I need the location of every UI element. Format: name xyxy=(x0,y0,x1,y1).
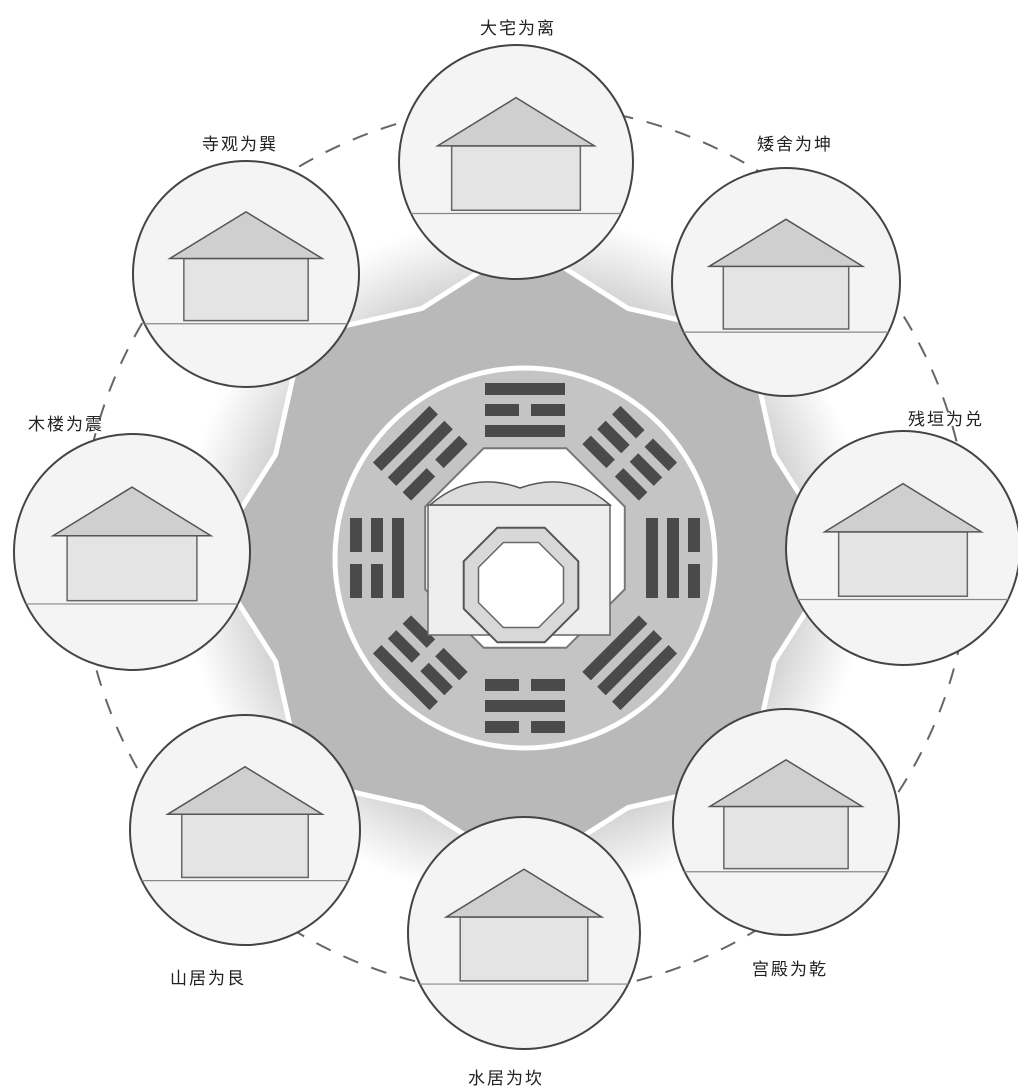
building-wall xyxy=(184,258,308,320)
bagua-mirror-glass xyxy=(479,543,564,628)
trigram-line-broken xyxy=(688,564,700,598)
building-wall xyxy=(460,917,588,981)
trigram-line-broken xyxy=(350,518,362,552)
trigram-line-broken xyxy=(485,721,519,733)
building-wall xyxy=(67,536,197,601)
trigram-line-broken xyxy=(350,564,362,598)
label-li: 大宅为离 xyxy=(480,14,556,39)
trigram-line-solid xyxy=(485,383,565,395)
scene-li xyxy=(399,45,633,279)
trigram-line-broken xyxy=(531,721,565,733)
trigram-line-broken xyxy=(485,679,519,691)
scene-kun xyxy=(672,168,900,396)
scene-kan xyxy=(408,817,640,1049)
building-wall xyxy=(452,146,581,210)
scene-gen xyxy=(130,715,360,945)
building-wall xyxy=(724,806,848,868)
label-kun: 矮舍为坤 xyxy=(757,130,833,155)
trigram-line-solid xyxy=(646,518,658,598)
scene-xun xyxy=(133,161,359,387)
trigram-line-broken xyxy=(531,404,565,416)
label-zhen: 木楼为震 xyxy=(28,410,104,435)
trigram-line-broken xyxy=(371,564,383,598)
label-kan: 水居为坎 xyxy=(468,1064,544,1089)
trigram-line-solid xyxy=(667,518,679,598)
trigram-line-broken xyxy=(371,518,383,552)
label-qian: 宫殿为乾 xyxy=(752,955,828,980)
scene-zhen xyxy=(14,434,250,670)
building-wall xyxy=(839,532,968,596)
scene-dui xyxy=(786,431,1018,665)
trigram-line-broken xyxy=(485,404,519,416)
scene-qian xyxy=(673,709,899,935)
building-wall xyxy=(182,814,309,877)
center-illustration xyxy=(425,448,625,648)
trigram-line-solid xyxy=(485,700,565,712)
label-xun: 寺观为巽 xyxy=(202,130,278,155)
label-gen: 山居为艮 xyxy=(170,964,246,989)
trigram-line-solid xyxy=(485,425,565,437)
trigram-line-broken xyxy=(531,679,565,691)
label-dui: 残垣为兑 xyxy=(908,405,984,430)
building-wall xyxy=(723,266,848,329)
trigram-line-broken xyxy=(688,518,700,552)
trigram-line-solid xyxy=(392,518,404,598)
